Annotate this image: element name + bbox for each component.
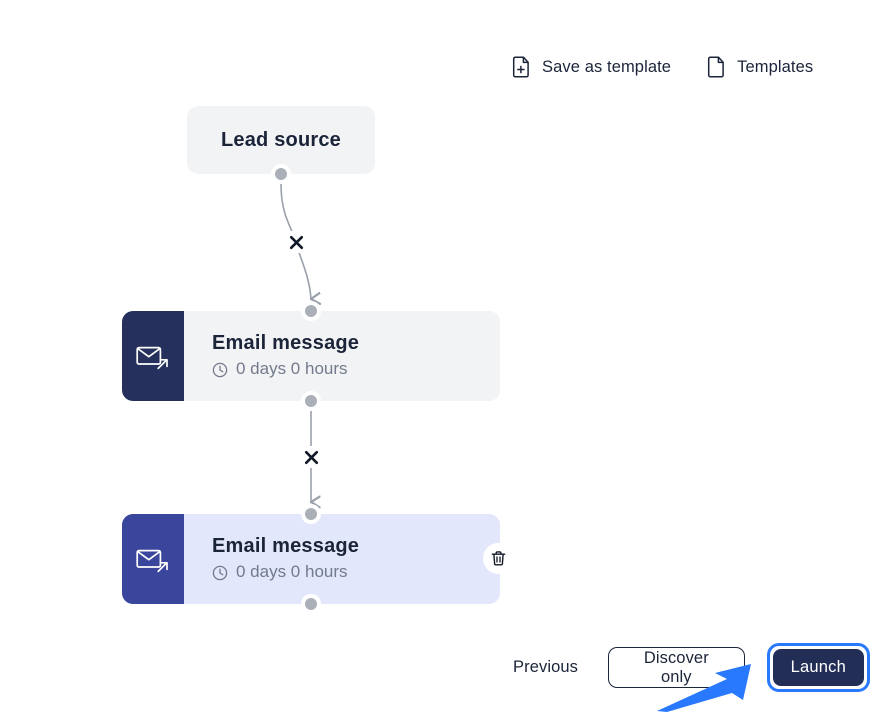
email-send-icon <box>122 514 184 604</box>
node-email-message-1-delay: 0 days 0 hours <box>212 358 500 380</box>
node-email-message-2-delay: 0 days 0 hours <box>212 561 500 583</box>
node-email-message-1-output-handle[interactable] <box>301 391 321 411</box>
save-as-template-button[interactable]: Save as template <box>512 56 671 78</box>
trash-icon <box>491 551 506 566</box>
node-lead-source-output-handle[interactable] <box>271 164 291 184</box>
edge-remove-button-1[interactable] <box>285 231 307 253</box>
clock-icon <box>212 565 228 580</box>
node-lead-source[interactable]: Lead source <box>187 106 375 174</box>
launch-button-focus-ring: Launch <box>766 643 870 692</box>
node-email-message-2-body: Email message 0 days 0 hours <box>184 514 500 604</box>
document-icon <box>707 56 726 78</box>
email-send-icon <box>122 311 184 401</box>
node-email-message-2-delete-button[interactable] <box>483 543 514 574</box>
node-email-message-2-input-handle[interactable] <box>301 504 321 524</box>
previous-button[interactable]: Previous <box>505 658 586 677</box>
node-email-message-1[interactable]: Email message 0 days 0 hours <box>122 311 500 401</box>
node-email-message-1-title: Email message <box>212 332 360 355</box>
save-as-template-label: Save as template <box>542 57 672 76</box>
templates-button[interactable]: Templates <box>707 56 813 78</box>
node-email-message-2-title: Email message <box>212 535 360 558</box>
footer-actions: Previous Discover only Launch <box>505 643 870 692</box>
node-email-message-1-input-handle[interactable] <box>301 301 321 321</box>
node-email-message-1-delay-text: 0 days 0 hours <box>236 359 348 379</box>
x-icon <box>304 450 318 464</box>
launch-button[interactable]: Launch <box>772 649 864 686</box>
node-email-message-2[interactable]: Email message 0 days 0 hours <box>122 514 500 604</box>
header-actions: Save as template Templates <box>512 56 813 78</box>
discover-only-button[interactable]: Discover only <box>608 647 745 688</box>
node-email-message-1-body: Email message 0 days 0 hours <box>184 311 500 401</box>
edge-remove-button-2[interactable] <box>300 446 322 468</box>
node-email-message-2-delay-text: 0 days 0 hours <box>236 562 348 582</box>
document-plus-icon <box>512 56 531 78</box>
node-lead-source-title: Lead source <box>220 128 342 151</box>
node-email-message-2-output-handle[interactable] <box>301 594 321 614</box>
clock-icon <box>212 362 228 377</box>
x-icon <box>289 235 303 249</box>
templates-label: Templates <box>737 57 814 76</box>
